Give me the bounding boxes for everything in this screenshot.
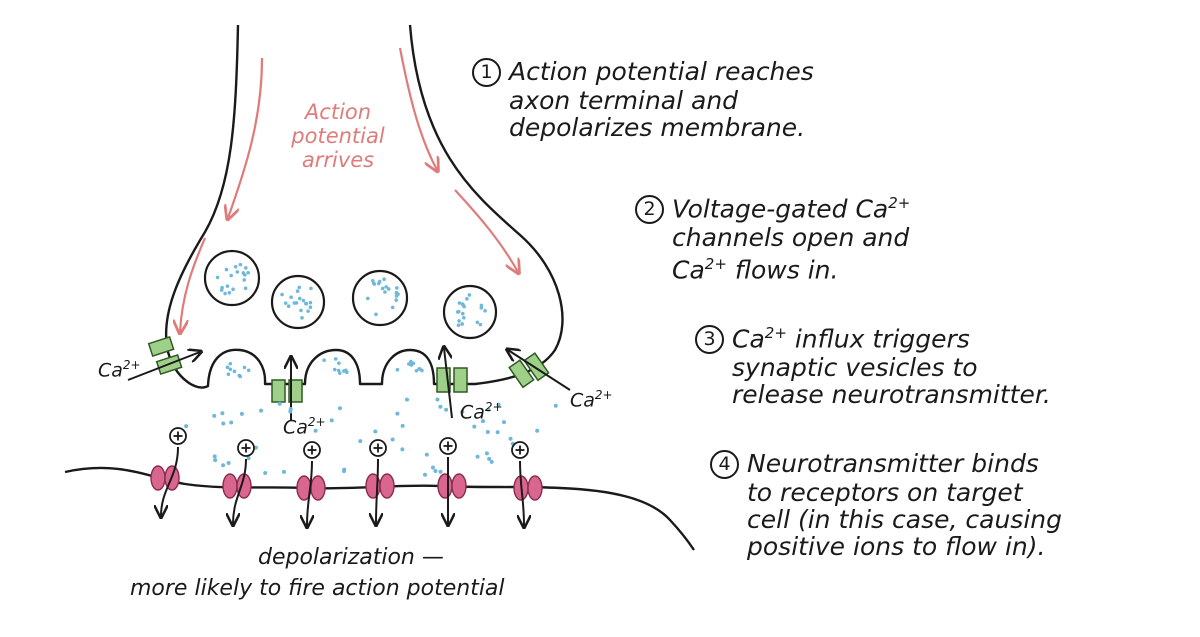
calcium-label-left: Ca2+: [98, 358, 141, 382]
fused-vesicle-dots: [395, 359, 424, 373]
action-potential-arrives-label: Action potential arrives: [291, 100, 385, 172]
fused-vesicle-dots: [322, 357, 349, 375]
step-number-4: 4: [710, 450, 739, 479]
calcium-channel-icon: [147, 335, 183, 376]
vesicle-icon: [351, 269, 409, 327]
calcium-channel-icon: [436, 367, 468, 393]
ap-arrow-right-bottom: [454, 189, 518, 272]
ion-flow-arrow-icon: [233, 458, 247, 524]
receptor-icon: [222, 473, 252, 499]
ion-flow-arrow-icon: [520, 460, 524, 526]
receptor-icon: [437, 473, 467, 499]
plus-ion-icon: [169, 427, 187, 445]
ca-arrow-icon: [127, 352, 200, 381]
ion-flow-arrow-icon: [307, 460, 312, 526]
target-cell-membrane: [64, 466, 695, 551]
vesicle-icon: [203, 249, 261, 307]
receptor-icon: [513, 475, 543, 501]
plus-ion-icon: [237, 439, 255, 457]
vesicle-icon: [442, 284, 498, 340]
ion-flow-arrow-icon: [161, 446, 179, 516]
plus-ion-icon: [439, 437, 457, 455]
ca-arrow-icon: [444, 348, 453, 419]
receptor-icon: [296, 475, 326, 501]
calcium-label-center: Ca2+: [283, 415, 326, 439]
calcium-label-mid-right: Ca2+: [460, 400, 503, 424]
plus-ion-icon: [511, 441, 529, 459]
ca-arrow-icon: [508, 350, 571, 391]
ap-arrow-left-bottom: [180, 237, 207, 332]
step-number-3: 3: [695, 325, 724, 355]
plus-ion-icon: [303, 441, 321, 459]
vesicle-icon: [270, 274, 326, 330]
ap-arrow-left-top: [228, 57, 264, 218]
calcium-label-right: Ca2+: [570, 388, 613, 412]
ion-flow-arrow-icon: [376, 458, 378, 524]
fused-vesicle-dots: [225, 361, 251, 379]
step-number-1: 1: [472, 58, 501, 87]
axon-terminal-membrane: [164, 24, 564, 389]
calcium-channel-icon: [271, 379, 303, 403]
caption-line-2: more likely to fire action potential: [130, 576, 505, 601]
neurotransmitter-dots: [184, 397, 558, 477]
receptor-icon: [365, 473, 395, 499]
ap-arrow-right-top: [398, 47, 437, 170]
calcium-channel-icon: [508, 352, 550, 389]
caption-line-1: depolarization —: [258, 545, 444, 570]
receptors: [150, 427, 543, 526]
synaptic-vesicles: [203, 249, 498, 379]
plus-ion-icon: [369, 439, 387, 457]
step-number-2: 2: [635, 195, 664, 225]
